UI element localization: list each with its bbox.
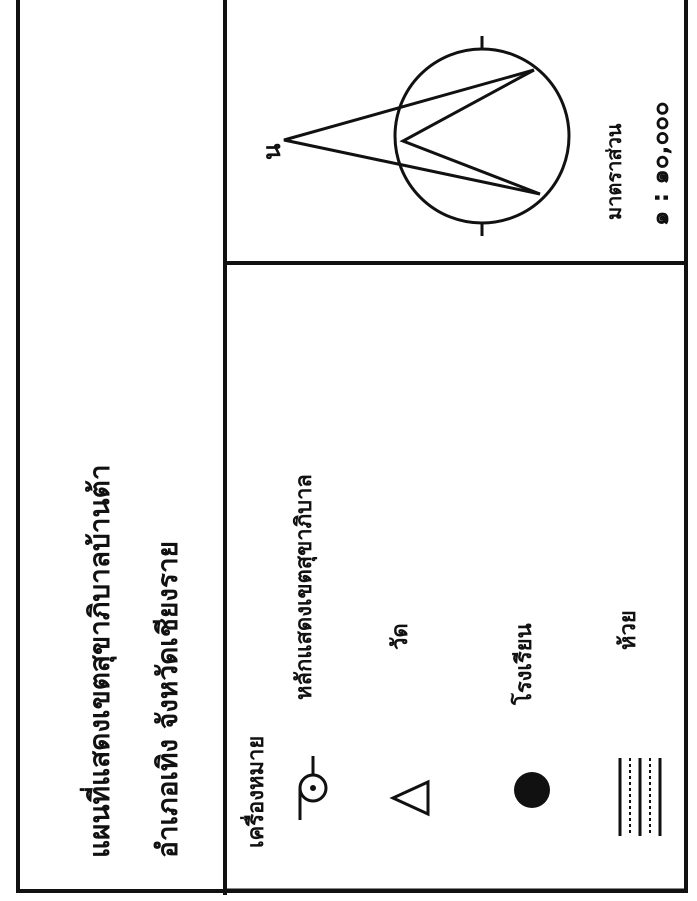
- boundary-circle: [393, 47, 571, 225]
- filled-circle-symbol: [514, 772, 550, 808]
- scale-value: ๑ : ๑๐,๐๐๐: [646, 101, 674, 227]
- legend-label-filled-circle: โรงเรียน: [512, 623, 537, 705]
- boundary-line-outer: [283, 68, 541, 196]
- legend-label-pole-marker: หลักแสดงเขตสุขาภิบาล: [292, 474, 317, 700]
- boundary-line-inner: [399, 68, 541, 196]
- river-lines-symbol: [618, 758, 662, 836]
- pole-marker-symbol: [298, 756, 328, 820]
- legend-label-river: ห้วย: [616, 610, 641, 650]
- map-title-line-2: อำเภอเทิง จังหวัดเชียงราย: [151, 540, 184, 858]
- boundary-map: [283, 36, 571, 236]
- legend-heading: เครื่องหมาย: [244, 735, 269, 848]
- triangle-symbol: [389, 779, 430, 817]
- legend-label-triangle: วัด: [388, 623, 413, 650]
- scale-label: มาตราส่วน: [602, 123, 626, 220]
- north-label: น: [258, 143, 286, 160]
- map-title-line-1: แผนที่แสดงเขตสุขาภิบาลบ้านต้า: [83, 464, 116, 858]
